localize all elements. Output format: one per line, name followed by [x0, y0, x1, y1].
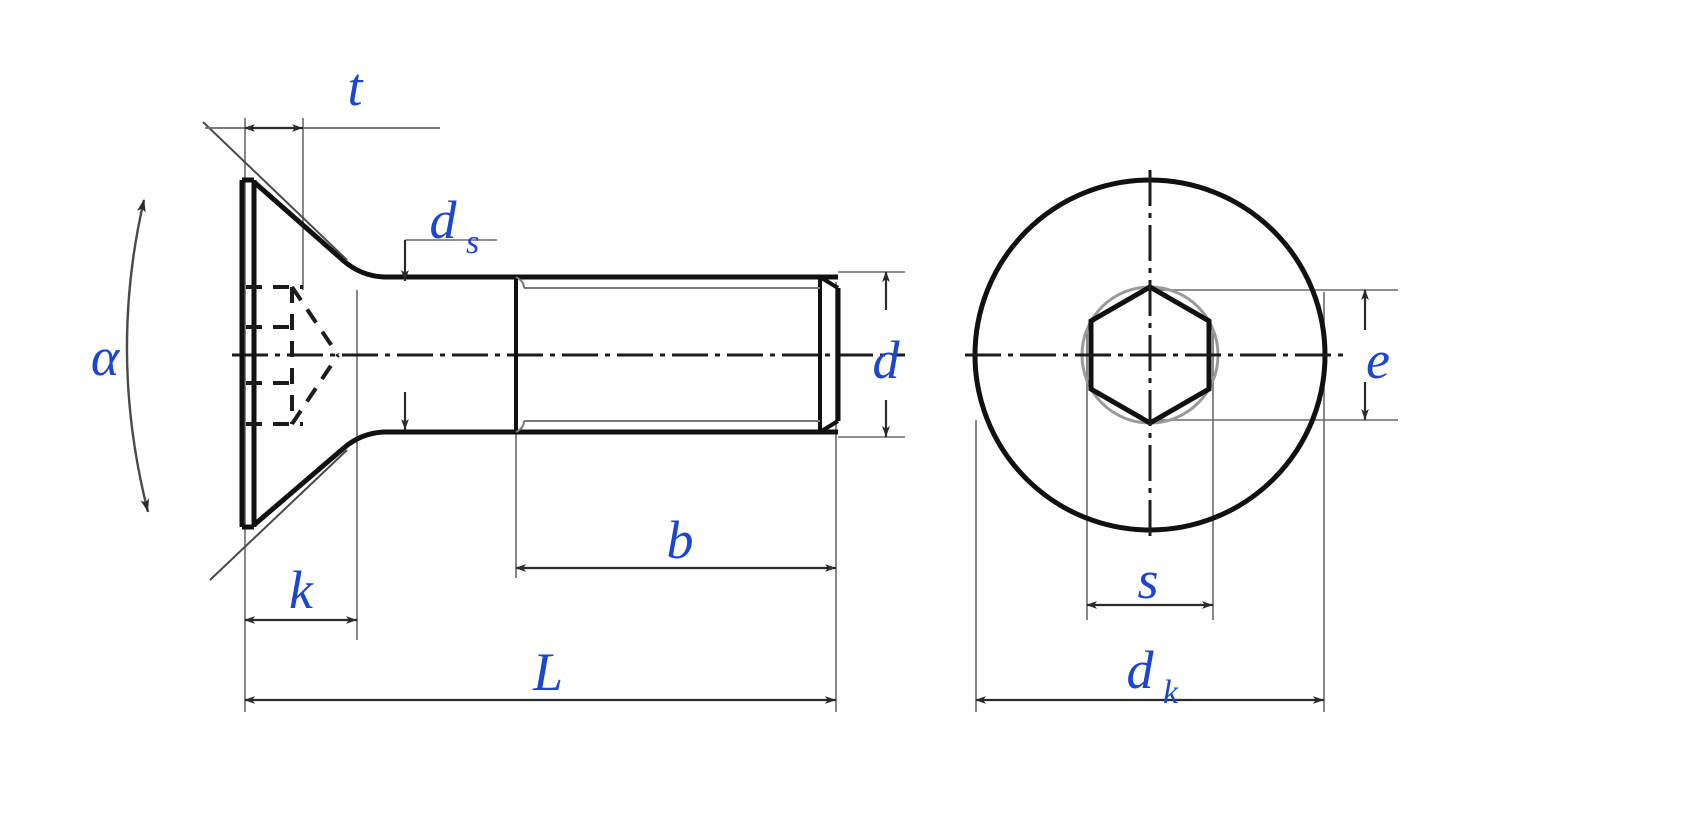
- label-dk: d: [1127, 640, 1155, 700]
- label-ds-group: d s: [430, 190, 480, 261]
- label-ds: d: [430, 190, 458, 250]
- label-t: t: [347, 57, 364, 117]
- end-view: [965, 170, 1398, 712]
- label-dk-group: d k: [1127, 640, 1180, 711]
- angle-leader-lower: [209, 449, 348, 581]
- label-k: k: [289, 560, 314, 620]
- side-section-view: [125, 118, 905, 712]
- countersink-angle-dimension: [125, 121, 348, 581]
- angle-arc: [125, 199, 150, 513]
- label-e: e: [1366, 330, 1390, 390]
- label-b: b: [667, 510, 694, 570]
- dimension-labels: α t d s d b k L e s d k: [91, 57, 1390, 711]
- thread-minor-diameter-lines: [515, 276, 820, 433]
- hex-socket-hidden-lines: [246, 285, 340, 426]
- label-d: d: [873, 330, 901, 390]
- label-L: L: [532, 642, 563, 702]
- screw-body-outline: [239, 177, 841, 530]
- label-alpha: α: [91, 327, 121, 387]
- angle-leader-upper: [202, 121, 348, 261]
- label-dk-subscript: k: [1163, 674, 1179, 711]
- label-s: s: [1137, 550, 1158, 610]
- label-ds-subscript: s: [466, 224, 479, 261]
